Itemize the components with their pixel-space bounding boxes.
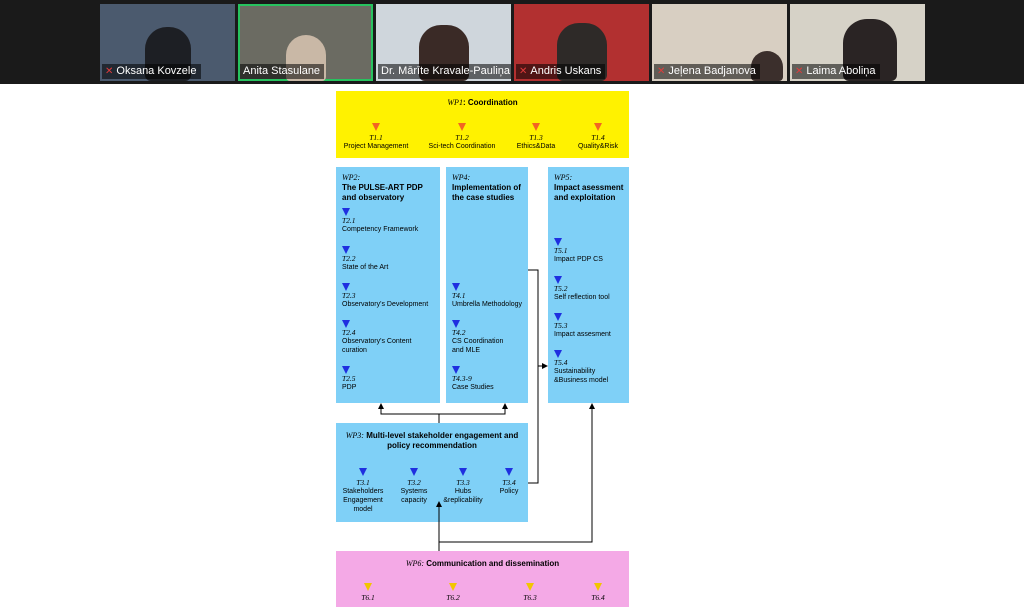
triangle-icon (459, 468, 467, 476)
triangle-icon (554, 238, 562, 246)
triangle-icon (342, 208, 350, 216)
triangle-icon (342, 246, 350, 254)
triangle-icon (342, 320, 350, 328)
wp3-title: WP3: Multi-level stakeholder engagement … (345, 431, 519, 450)
participant-tile[interactable]: ✕Laima Aboliņa (790, 4, 925, 81)
triangle-icon (342, 366, 350, 374)
participant-name: Anita Stasulane (243, 65, 321, 77)
triangle-icon (452, 366, 460, 374)
participant-name: Oksana Kovzele (116, 65, 197, 77)
participant-tile[interactable]: ✕Jeļena Badjanova (652, 4, 787, 81)
triangle-icon (372, 123, 380, 131)
wp1-title: WP1: Coordination (447, 98, 518, 107)
triangle-icon (452, 283, 460, 291)
mic-muted-icon: ✕ (657, 66, 666, 77)
connector-arrows (378, 269, 595, 551)
participant-tile-active[interactable]: Anita Stasulane (238, 4, 373, 81)
mic-muted-icon: ✕ (795, 66, 804, 77)
wp6-box: WP6: Communication and dissemination T6.… (336, 551, 629, 607)
arrow-wp3-to-wp4 (439, 403, 508, 415)
triangle-icon (554, 276, 562, 284)
wp5-box: WP5:Impact asessment and exploitation T5… (548, 167, 629, 403)
participant-tile[interactable]: Dr. Mārīte Kravale-Pauliņa (376, 4, 511, 81)
participant-tile[interactable]: ✕Andris Uskans (514, 4, 649, 81)
task-t6-2: T6.2 (433, 583, 473, 602)
participant-name: Dr. Mārīte Kravale-Pauliņa (381, 65, 510, 77)
triangle-icon (532, 123, 540, 131)
participant-name: Andris Uskans (530, 65, 602, 77)
triangle-icon (452, 320, 460, 328)
wp5-title: WP5:Impact asessment and exploitation (554, 173, 624, 202)
wp6-title: WP6: Communication and dissemination (405, 559, 560, 568)
triangle-icon (505, 468, 513, 476)
arrow-wp6-to-wp5 (439, 403, 595, 543)
wp2-title: WP2:The PULSE-ART PDP and observatory (342, 173, 423, 202)
task-t6-1: T6.1 (348, 583, 388, 602)
triangle-icon (364, 583, 372, 591)
participant-name: Laima Aboliņa (806, 65, 876, 77)
triangle-icon (458, 123, 466, 131)
participant-name: Jeļena Badjanova (668, 65, 756, 77)
triangle-icon (410, 468, 418, 476)
task-t6-3: T6.3 (510, 583, 550, 602)
participant-strip: ✕Oksana Kovzele Anita Stasulane Dr. Mārī… (0, 0, 1024, 84)
triangle-icon (342, 283, 350, 291)
triangle-icon (526, 583, 534, 591)
triangle-icon (554, 313, 562, 321)
triangle-icon (449, 583, 457, 591)
task-t6-4: T6.4 (578, 583, 618, 602)
arrow-wp3-to-wp2 (378, 403, 440, 423)
wp4-title: WP4:Implementation of the case studies (452, 173, 521, 202)
wp2-box: WP2:The PULSE-ART PDP and observatory T2… (336, 167, 440, 403)
triangle-icon (359, 468, 367, 476)
triangle-icon (554, 350, 562, 358)
bracket-wp3-wp4 (528, 269, 539, 484)
triangle-icon (594, 583, 602, 591)
mic-muted-icon: ✕ (105, 66, 114, 77)
triangle-icon (594, 123, 602, 131)
wp3-box: WP3: Multi-level stakeholder engagement … (336, 423, 528, 522)
participant-tile[interactable]: ✕Oksana Kovzele (100, 4, 235, 81)
mic-muted-icon: ✕ (519, 66, 528, 77)
wp4-box: WP4:Implementation of the case studies T… (446, 167, 528, 403)
